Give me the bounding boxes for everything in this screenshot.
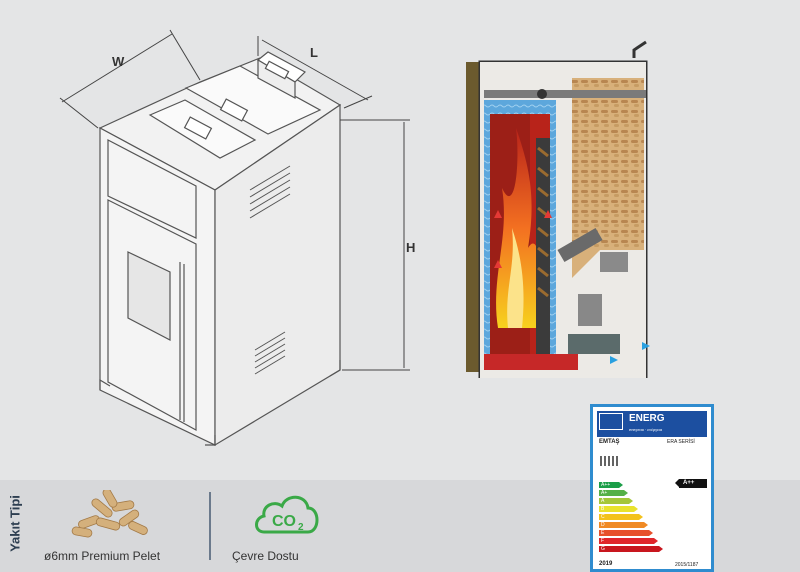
section-divider	[209, 492, 211, 560]
energy-class-bar: B	[599, 506, 638, 512]
energy-class-bar: E	[599, 530, 653, 536]
stove-line-drawing	[59, 29, 410, 447]
co2-icon-text: CO	[272, 513, 296, 530]
energy-class-bar: A++	[599, 482, 623, 488]
pellet-icon	[71, 490, 148, 538]
energy-label: ENERG енергия · ενέργεια EMTAŞ ERA SERİS…	[590, 404, 714, 572]
eco-friendly-label: Çevre Dostu	[232, 549, 299, 563]
energy-label-model: ERA SERİSİ	[667, 439, 695, 445]
pellet-label: ø6mm Premium Pelet	[44, 549, 161, 563]
co2-cloud-icon: CO 2	[255, 495, 319, 534]
energy-class-bar: G	[599, 546, 663, 552]
length-dimension-label: L	[310, 45, 318, 60]
energy-class-bar: F	[599, 538, 658, 544]
width-dimension-label: W	[112, 54, 125, 69]
fuel-type-heading: Yakıt Tipi	[7, 495, 23, 552]
radiator-icon	[600, 456, 618, 466]
energy-class-bar: D	[599, 522, 648, 528]
energy-label-title: ENERG	[629, 413, 665, 424]
energy-class-bar: C	[599, 514, 643, 520]
product-diagram-area: W L H	[59, 29, 650, 447]
co2-icon-subscript: 2	[298, 522, 304, 533]
energy-class-bar: A	[599, 498, 633, 504]
energy-label-year: 2019	[599, 561, 613, 567]
energy-label-subtitle: енергия · ενέργεια	[629, 427, 663, 432]
energy-label-regulation: 2015/1187	[675, 562, 699, 568]
eu-flag-icon	[599, 413, 623, 430]
energy-class-bar: A+	[599, 490, 628, 496]
height-dimension-label: H	[406, 240, 416, 255]
energy-class-pointer: A++	[675, 479, 707, 488]
stove-cutaway-diagram	[466, 40, 650, 378]
energy-label-brand: EMTAŞ	[599, 439, 620, 445]
